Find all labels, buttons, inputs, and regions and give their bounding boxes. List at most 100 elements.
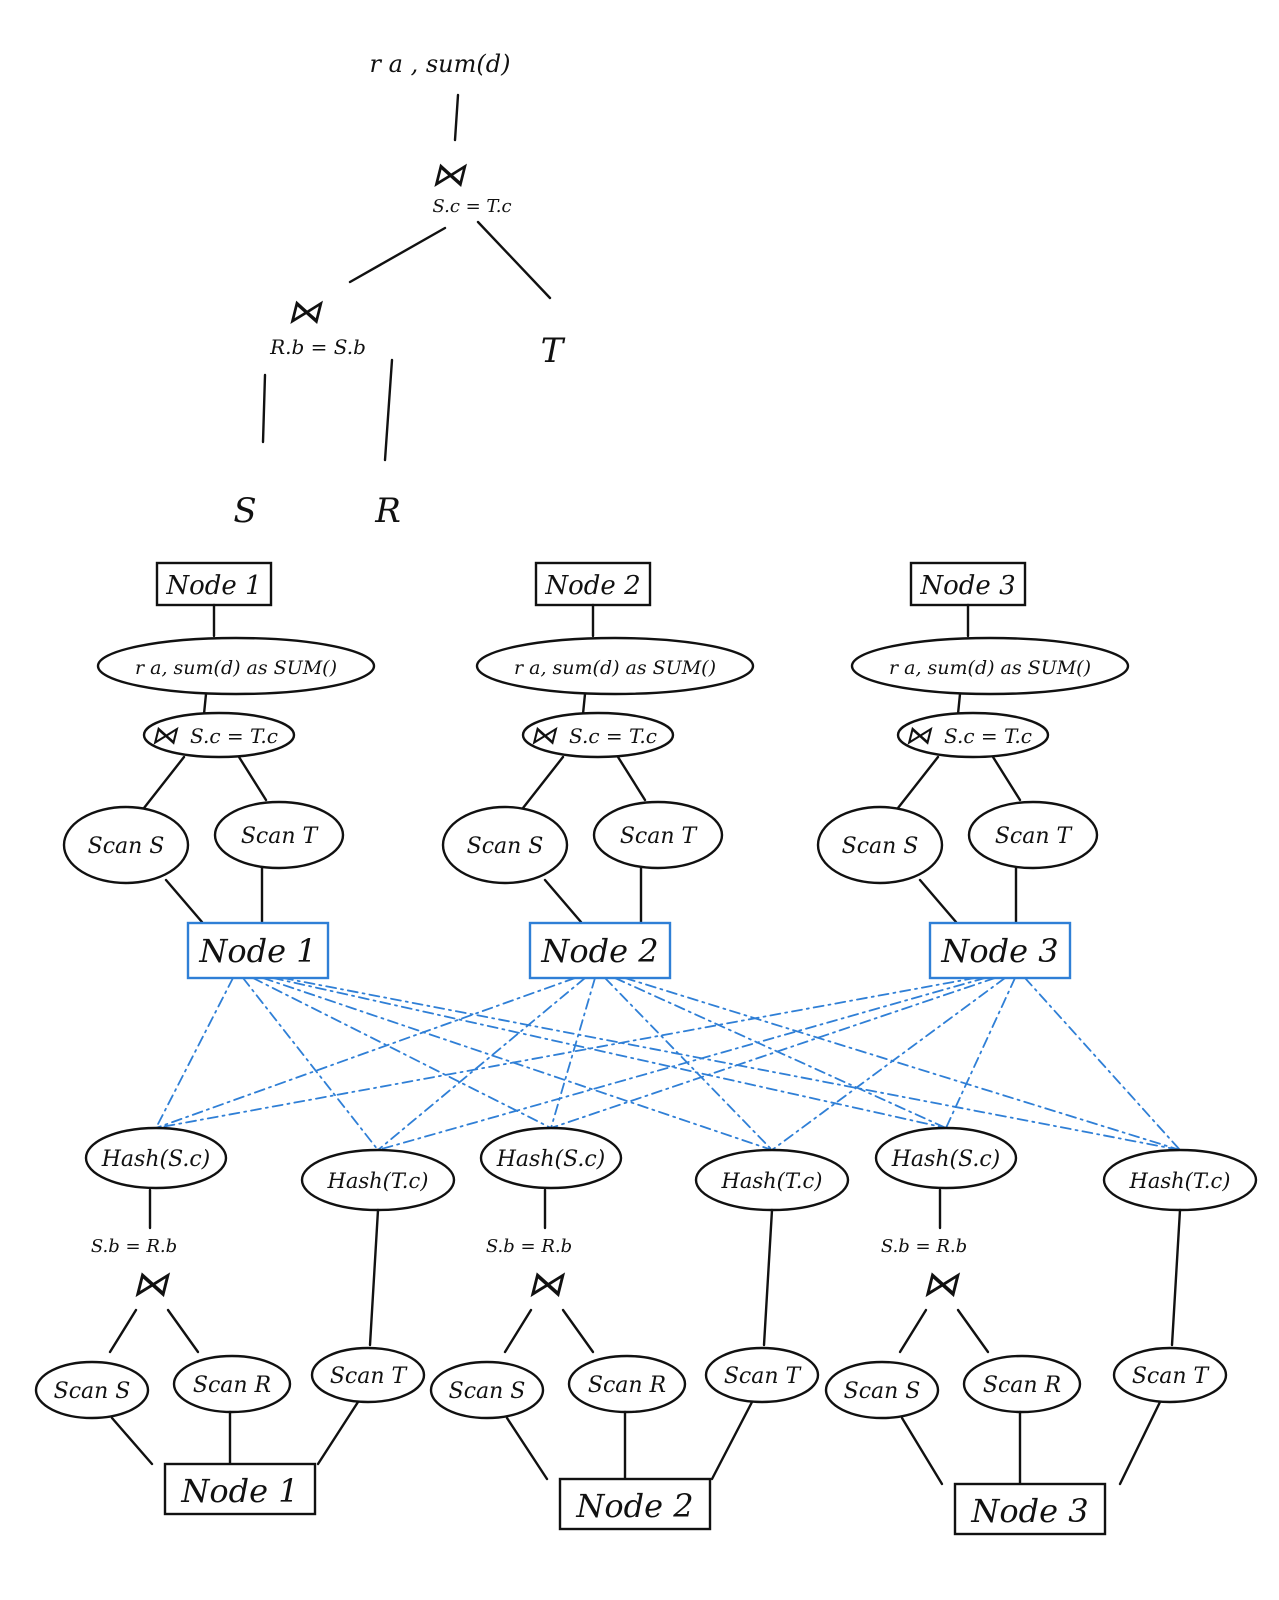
- shuffle-edge-1-2: [242, 977, 379, 1151]
- upper-node-box: [534, 561, 652, 607]
- lower-node-box: [163, 1462, 317, 1516]
- scan-t-label: Scan T: [330, 1364, 409, 1389]
- hash-s-bubble: [874, 1126, 1018, 1190]
- plan-join-top-condition: S.c = T.c: [432, 196, 511, 217]
- shuffle-edge-3-2: [377, 977, 986, 1151]
- hash-s-label: Hash(S.c): [891, 1147, 1001, 1172]
- lower-edge-scan-s-node: [110, 1416, 154, 1466]
- join-symbol: ⋈: [151, 721, 179, 751]
- upper-edge-join-right: [237, 755, 268, 802]
- lower-edge-join-scan-s: [898, 1308, 928, 1354]
- shuffle-edge-3-1: [155, 977, 976, 1129]
- lower-edge-join-scan-s: [108, 1308, 138, 1354]
- shuffle-edge-2-6: [624, 977, 1181, 1151]
- lower-stage: Hash(S.c) Hash(T.c) S.b = R.b ⋈ Scan S Scan R…: [34, 1126, 1258, 1536]
- scan-t-bubble: [310, 1346, 426, 1404]
- scan-s-bubble: [429, 1360, 545, 1420]
- shuffle-edge-1-4: [262, 977, 773, 1151]
- lower-join-condition: S.b = R.b: [486, 1236, 572, 1257]
- exchange-label: Node 1: [198, 932, 316, 970]
- join-bubble: [521, 711, 675, 759]
- scan-t-label: Scan T: [620, 824, 699, 849]
- aggregate-label: r a, sum(d) as SUM(): [514, 657, 716, 679]
- join-bubble: [896, 711, 1050, 759]
- scan-r-bubble: [962, 1354, 1082, 1414]
- shuffle-edge-1-3: [252, 977, 552, 1129]
- scan-t-label: Scan T: [1132, 1364, 1211, 1389]
- scan-s-bubble: [824, 1360, 940, 1420]
- upper-node-label: Node 2: [544, 571, 640, 601]
- scan-t-label: Scan T: [995, 824, 1074, 849]
- shuffle-edge-3-5: [945, 977, 1016, 1129]
- upper-edge-join-left: [896, 755, 940, 810]
- scan-s-label: Scan S: [88, 834, 165, 859]
- lower-edge-hash-t-scan-t: [762, 1208, 774, 1347]
- lower-join-symbol: ⋈: [132, 1264, 171, 1305]
- plan-join-bottom-symbol: ⋈: [287, 292, 323, 332]
- lower-node-label: Node 1: [180, 1472, 298, 1510]
- lower-edge-join-scan-r: [166, 1308, 200, 1354]
- scan-r-label: Scan R: [588, 1373, 666, 1398]
- shuffle-edge-1-6: [282, 977, 1181, 1151]
- plan-join-top-symbol: ⋈: [431, 155, 467, 195]
- upper-edge-scan-s-exchange: [164, 878, 204, 924]
- upper-node-3: Node 3r a, sum(d) as SUM()⋈S.c = T.cScan…: [816, 561, 1130, 980]
- shuffle-edge-2-4: [604, 977, 773, 1151]
- scan-r-bubble: [172, 1354, 292, 1414]
- upper-node-box: [909, 561, 1027, 607]
- hash-s-bubble: [84, 1126, 228, 1190]
- shuffle-edge-2-5: [614, 977, 947, 1129]
- join-symbol: ⋈: [905, 721, 933, 751]
- scan-s-bubble: [816, 805, 944, 885]
- exchange-box: [186, 921, 330, 980]
- plan-edge-join-left: [348, 226, 447, 284]
- aggregate-bubble: [96, 636, 376, 696]
- hash-s-label: Hash(S.c): [496, 1147, 606, 1172]
- scan-s-label: Scan S: [449, 1379, 526, 1404]
- upper-edge-join-left: [142, 755, 186, 810]
- lower-edge-scan-t-node: [1118, 1400, 1162, 1486]
- lower-edge-scan-t-node: [316, 1400, 360, 1466]
- exchange-box: [528, 921, 672, 980]
- aggregate-bubble: [850, 636, 1130, 696]
- lower-join-symbol: ⋈: [922, 1264, 961, 1305]
- plan-leaf-r: R: [374, 491, 401, 531]
- scan-s-label: Scan S: [467, 834, 544, 859]
- scan-t-bubble: [1112, 1346, 1228, 1404]
- exchange-label: Node 2: [540, 932, 658, 970]
- scan-s-bubble: [441, 805, 569, 885]
- join-condition: S.c = T.c: [944, 724, 1032, 748]
- shuffle-edge-3-4: [771, 977, 1006, 1151]
- plan-edge-bottom-left: [261, 373, 267, 444]
- lower-edge-join-scan-s: [503, 1308, 533, 1354]
- exchange-box: [928, 921, 1072, 980]
- scan-s-label: Scan S: [844, 1379, 921, 1404]
- scan-s-label: Scan S: [54, 1379, 131, 1404]
- hash-s-bubble: [479, 1126, 623, 1190]
- plan-leaf-s: S: [233, 491, 256, 531]
- lower-edge-hash-t-scan-t: [368, 1208, 380, 1347]
- join-bubble: [142, 711, 296, 759]
- hash-s-label: Hash(S.c): [101, 1147, 211, 1172]
- plan-join-bottom-condition: R.b = S.b: [269, 335, 366, 359]
- plan-edge-bottom-right: [383, 358, 394, 462]
- lower-edge-join-scan-r: [956, 1308, 990, 1354]
- lower-join-symbol: ⋈: [527, 1264, 566, 1305]
- join-condition: S.c = T.c: [569, 724, 657, 748]
- lower-edge-scan-s-node: [900, 1416, 944, 1486]
- lower-edge-join-scan-r: [561, 1308, 595, 1354]
- lower-join-condition: S.b = R.b: [91, 1236, 177, 1257]
- scan-t-bubble: [213, 800, 345, 870]
- lower-edge-scan-t-node: [710, 1400, 754, 1481]
- scan-r-label: Scan R: [193, 1373, 271, 1398]
- shuffle-edge-3-6: [1024, 977, 1181, 1151]
- lower-join-condition: S.b = R.b: [881, 1236, 967, 1257]
- join-condition: S.c = T.c: [190, 724, 278, 748]
- lower-node-box: [558, 1477, 712, 1531]
- hash-t-label: Hash(T.c): [1129, 1169, 1231, 1193]
- plan-root-label: r a , sum(d): [370, 50, 511, 78]
- upper-edge-join-left: [521, 755, 565, 810]
- plan-edge-root-join: [453, 93, 460, 142]
- upper-node-1: Node 1r a, sum(d) as SUM()⋈S.c = T.cScan…: [62, 561, 376, 980]
